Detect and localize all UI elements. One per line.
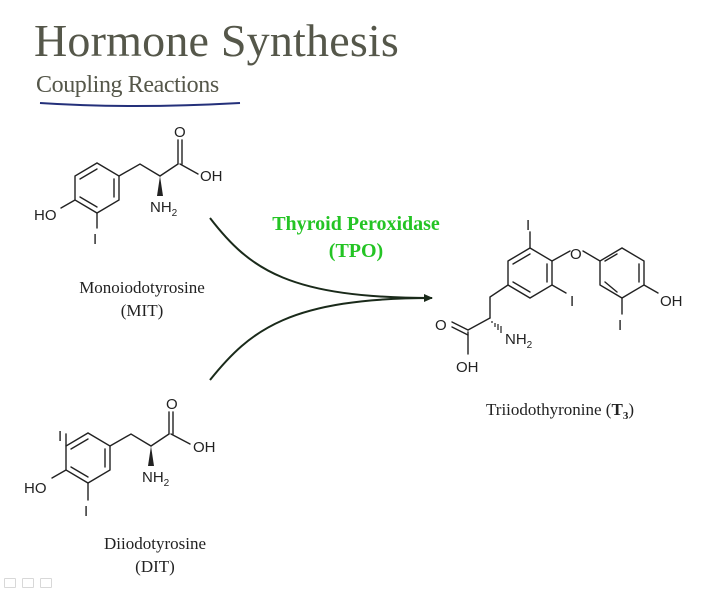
slide-subtitle: Coupling Reactions [36, 72, 219, 98]
t3-name: Triiodothyronine (T3) [486, 400, 634, 422]
dit-reaction-curve [209, 297, 433, 381]
slide-title: Hormone Synthesis [34, 15, 399, 66]
t3-structure [451, 231, 659, 355]
mit-oh-label: OH [200, 168, 223, 185]
dit-ho-label: HO [24, 480, 47, 497]
mit-iodine-label: I [93, 231, 97, 248]
t3-iodine-ring2-label: I [618, 317, 622, 334]
t3-nh2-label: NH2 [505, 331, 533, 351]
dit-iodine-bottom-label: I [84, 503, 88, 520]
dit-structure [51, 411, 191, 501]
t3-iodine-ring1-label: I [570, 293, 574, 310]
mit-ho-label: HO [34, 207, 57, 224]
dit-iodine-top-label: I [58, 428, 62, 445]
t3-hashed-bond [491, 321, 502, 333]
dit-oh-label: OH [193, 439, 216, 456]
mit-name: Monoiodotyrosine [79, 278, 205, 297]
dit-name: Diiodotyrosine [104, 534, 206, 553]
t3-ether-o-label: O [570, 246, 582, 263]
t3-oh-label: OH [660, 293, 683, 310]
dit-wedge-bond [148, 446, 154, 466]
mit-o-label: O [174, 124, 186, 141]
mit-abbr: (MIT) [121, 301, 163, 320]
slide-player-controls [4, 578, 52, 588]
dit-nh2-label: NH2 [142, 469, 170, 489]
mit-reaction-curve [209, 217, 433, 302]
menu-icon[interactable] [22, 578, 34, 588]
mit-wedge-bond [157, 176, 163, 196]
next-slide-icon[interactable] [40, 578, 52, 588]
mit-structure [60, 139, 199, 229]
t3-iodine-top-label: I [526, 217, 530, 234]
enzyme-name: Thyroid Peroxidase [272, 213, 440, 235]
enzyme-abbr: (TPO) [329, 240, 383, 262]
dit-abbr: (DIT) [135, 557, 175, 576]
t3-acid-oh-label: OH [456, 359, 479, 376]
prev-slide-icon[interactable] [4, 578, 16, 588]
t3-acid-o-label: O [435, 317, 447, 334]
dit-o-label: O [166, 396, 178, 413]
mit-nh2-label: NH2 [150, 199, 178, 219]
subtitle-underline [39, 102, 241, 107]
